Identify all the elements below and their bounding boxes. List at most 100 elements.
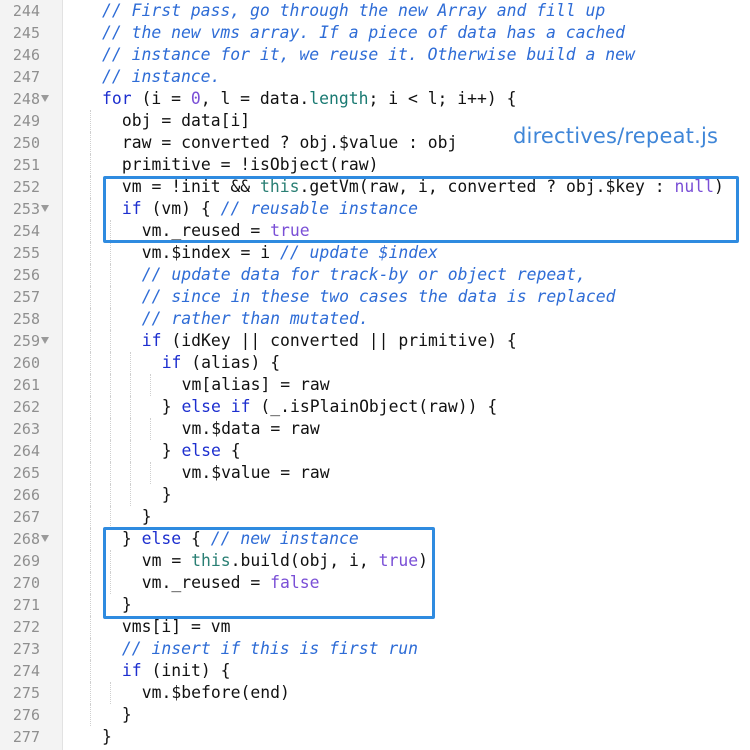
- code-text: }: [122, 594, 132, 616]
- indent-guide: [90, 616, 91, 638]
- fold-arrow-icon[interactable]: [41, 95, 49, 102]
- code-token: vm = !init &&: [121, 177, 261, 196]
- code-text: vm._reused = true: [142, 220, 310, 242]
- code-token: this: [260, 177, 300, 196]
- code-token: vm.$index = i: [141, 243, 280, 262]
- code-token: // instance.: [102, 67, 221, 86]
- fold-arrow-icon[interactable]: [41, 535, 49, 542]
- code-token: this: [191, 551, 231, 570]
- indent-guide: [90, 374, 91, 396]
- code-token: length: [309, 89, 369, 108]
- code-token: // since in these two cases the data is …: [141, 287, 616, 306]
- code-text: // insert if this is first run: [122, 638, 418, 660]
- line-number: 262: [12, 398, 40, 416]
- code-token: (_.isPlainObject(raw)) {: [250, 397, 498, 416]
- code-text: // since in these two cases the data is …: [142, 286, 616, 308]
- code-token: .getVm(raw, i, converted ? obj.$key :: [299, 177, 675, 196]
- indent-guide: [90, 660, 91, 682]
- code-token: (init) {: [141, 661, 231, 680]
- indent-guide: [90, 242, 91, 264]
- indent-guide: [90, 132, 91, 154]
- indent-guide: [90, 308, 91, 330]
- code-token: vm =: [141, 551, 192, 570]
- code-token: // update $index: [279, 243, 438, 262]
- code-token: null: [674, 177, 714, 196]
- indent-guide: [129, 396, 131, 418]
- indent-guide: [90, 704, 91, 726]
- line-number: 263: [12, 420, 40, 438]
- line-number: 269: [12, 552, 40, 570]
- code-token: }: [161, 485, 172, 504]
- code-token: else if: [181, 397, 251, 416]
- code-text: vm = this.build(obj, i, true): [142, 550, 428, 572]
- code-line: 245// the new vms array. If a piece of d…: [0, 22, 750, 44]
- code-line: 272 vms[i] = vm: [0, 616, 750, 638]
- line-number: 273: [12, 640, 40, 658]
- code-token: (idKey || converted || primitive) {: [161, 331, 517, 350]
- code-token: true: [378, 551, 419, 570]
- line-number: 247: [12, 68, 40, 86]
- code-token: }: [141, 507, 152, 526]
- indent-guide: [109, 374, 111, 396]
- fold-arrow-icon[interactable]: [41, 205, 49, 212]
- line-number: 274: [12, 662, 40, 680]
- code-text: // rather than mutated.: [142, 308, 369, 330]
- line-number: 267: [12, 508, 40, 526]
- code-token: (vm) {: [141, 199, 221, 218]
- code-token: raw = converted ? obj.$value : obj: [121, 133, 458, 152]
- code-token: .build(obj, i,: [230, 551, 379, 570]
- indent-guide: [90, 418, 91, 440]
- code-text: vm.$index = i // update $index: [142, 242, 438, 264]
- fold-arrow-icon[interactable]: [41, 337, 49, 344]
- code-text: }: [122, 704, 132, 726]
- code-text: } else if (_.isPlainObject(raw)) {: [162, 396, 498, 418]
- indent-guide: [109, 286, 111, 308]
- line-number: 254: [12, 222, 40, 240]
- indent-guide: [90, 264, 91, 286]
- code-token: // First pass, go through the new Array …: [102, 1, 606, 20]
- code-token: // update data for track-by or object re…: [141, 265, 586, 284]
- code-token: if: [121, 661, 142, 680]
- indent-guide: [149, 462, 151, 484]
- code-text: vm = !init && this.getVm(raw, i, convert…: [122, 176, 724, 198]
- code-line: 266}: [0, 484, 750, 506]
- code-line: 247 // instance.: [0, 66, 750, 88]
- indent-guide: [90, 352, 91, 374]
- code-token: // the new vms array. If a piece of data…: [102, 23, 626, 42]
- code-token: vms[i] = vm: [121, 617, 231, 636]
- line-number: 265: [12, 464, 40, 482]
- code-line: 252 vm = !init && this.getVm(raw, i, conv…: [0, 176, 750, 198]
- code-line: 256// update data for track-by or object…: [0, 264, 750, 286]
- indent-guide: [90, 594, 91, 616]
- line-number: 272: [12, 618, 40, 636]
- indent-guide: [90, 484, 91, 506]
- code-token: else: [181, 441, 221, 460]
- indent-guide: [90, 286, 91, 308]
- indent-guide: [109, 396, 111, 418]
- indent-guide: [90, 638, 91, 660]
- file-name-label: directives/repeat.js: [513, 124, 719, 148]
- line-number: 275: [12, 684, 40, 702]
- code-line: 269 vm = this.build(obj, i, true): [0, 550, 750, 572]
- code-token: ): [418, 551, 429, 570]
- code-token: , l = data.: [200, 89, 310, 108]
- indent-guide: [129, 462, 131, 484]
- code-text: vm[alias] = raw: [182, 374, 330, 396]
- code-text: if (vm) { // reusable instance: [122, 198, 418, 220]
- code-text: // instance.: [102, 66, 220, 88]
- code-token: if: [121, 199, 142, 218]
- line-number: 252: [12, 178, 40, 196]
- code-text: vms[i] = vm: [122, 616, 231, 638]
- code-token: }: [121, 529, 142, 548]
- code-token: vm._reused =: [141, 573, 271, 592]
- indent-guide: [90, 154, 91, 176]
- code-token: (alias) {: [181, 353, 281, 372]
- indent-guide: [109, 418, 111, 440]
- code-text: if (alias) {: [162, 352, 280, 374]
